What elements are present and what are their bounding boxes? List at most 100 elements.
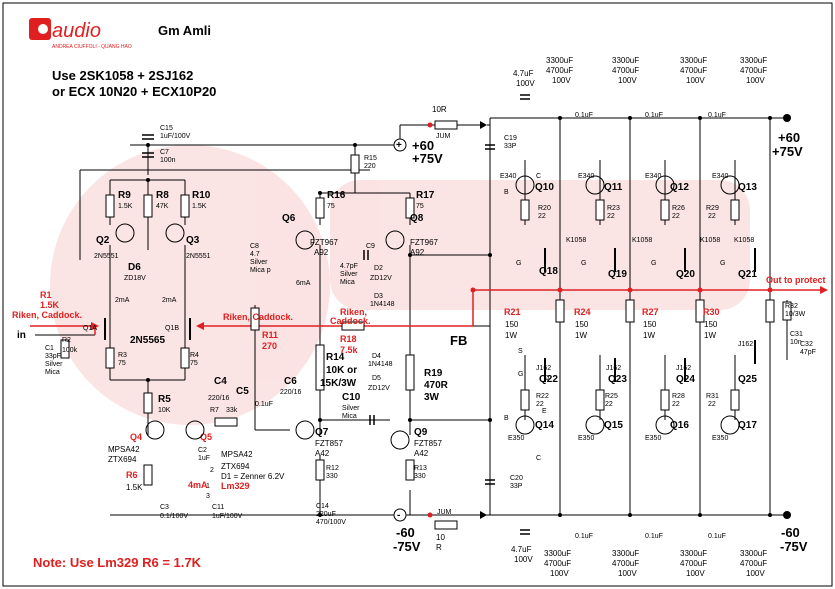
- svg-text:33pF: 33pF: [45, 353, 61, 360]
- transistor-q15-icon: [585, 415, 605, 435]
- svg-text:4700uF: 4700uF: [612, 66, 639, 75]
- svg-text:3300uF: 3300uF: [740, 56, 767, 65]
- svg-text:K1058: K1058: [566, 237, 586, 244]
- svg-text:C8: C8: [250, 243, 259, 250]
- svg-text:220uF: 220uF: [316, 511, 336, 518]
- svg-text:Q15: Q15: [604, 420, 623, 431]
- transistor-q3-icon: [165, 223, 185, 243]
- svg-text:R14: R14: [326, 352, 345, 363]
- svg-text:R1: R1: [40, 290, 52, 300]
- svg-text:MPSA42: MPSA42: [108, 445, 140, 454]
- svg-text:0.1uF: 0.1uF: [575, 533, 593, 540]
- svg-text:K1058: K1058: [632, 237, 652, 244]
- rail-neg-right-1: -60: [781, 525, 800, 540]
- svg-text:Q17: Q17: [738, 420, 757, 431]
- svg-text:D3: D3: [374, 293, 383, 300]
- svg-text:47pF: 47pF: [800, 349, 816, 356]
- svg-text:22: 22: [708, 213, 716, 220]
- svg-text:ZD12V: ZD12V: [370, 275, 392, 282]
- svg-text:J162: J162: [606, 365, 621, 372]
- svg-text:A42: A42: [414, 449, 429, 458]
- svg-text:E350: E350: [712, 435, 728, 442]
- svg-text:150: 150: [704, 320, 718, 329]
- use-line-1: Use 2SK1058 + 2SJ162: [52, 68, 193, 83]
- svg-text:Mica: Mica: [45, 369, 60, 376]
- svg-text:4700uF: 4700uF: [544, 559, 571, 568]
- svg-text:J162: J162: [676, 365, 691, 372]
- svg-text:33P: 33P: [504, 143, 517, 150]
- svg-text:100V: 100V: [516, 79, 535, 88]
- svg-text:100V: 100V: [746, 569, 765, 578]
- svg-text:1uF/100V: 1uF/100V: [212, 513, 243, 520]
- svg-text:C9: C9: [366, 243, 375, 250]
- svg-text:R23: R23: [607, 205, 620, 212]
- transistor-symbols: [115, 175, 740, 450]
- svg-text:R12: R12: [326, 465, 339, 472]
- svg-text:R32: R32: [785, 303, 798, 310]
- svg-text:Q4: Q4: [130, 432, 142, 442]
- svg-text:C5: C5: [236, 386, 249, 397]
- transistor-q16-icon: [655, 415, 675, 435]
- transistor-q8-icon: [385, 230, 405, 250]
- svg-text:0.1uF: 0.1uF: [708, 533, 726, 540]
- svg-text:D2: D2: [374, 265, 383, 272]
- svg-text:4.7uF: 4.7uF: [511, 545, 532, 554]
- svg-text:4.7uF: 4.7uF: [513, 69, 534, 78]
- svg-text:ZTX694: ZTX694: [221, 462, 250, 471]
- svg-text:100V: 100V: [550, 569, 569, 578]
- svg-text:E: E: [542, 408, 547, 415]
- transistor-q14-icon: [515, 415, 535, 435]
- svg-text:Silver: Silver: [250, 259, 268, 266]
- svg-text:E340: E340: [712, 173, 728, 180]
- svg-text:R3: R3: [118, 352, 127, 359]
- svg-text:E340: E340: [645, 173, 661, 180]
- transistor-q4-icon: [145, 420, 165, 440]
- svg-text:2mA: 2mA: [115, 297, 130, 304]
- svg-text:C2: C2: [198, 447, 207, 454]
- svg-text:1N4148: 1N4148: [370, 301, 395, 308]
- svg-text:R: R: [436, 543, 442, 552]
- svg-text:4.7pF: 4.7pF: [340, 263, 358, 270]
- diode-bottom-icon: [480, 511, 487, 519]
- svg-text:Q9: Q9: [414, 427, 428, 438]
- svg-text:1.5K: 1.5K: [126, 483, 143, 492]
- svg-text:C: C: [536, 173, 541, 180]
- svg-text:D1 = Zenner 6.2V: D1 = Zenner 6.2V: [221, 472, 285, 481]
- svg-text:Q1B: Q1B: [165, 325, 179, 332]
- svg-text:C10: C10: [342, 392, 361, 403]
- svg-text:470R: 470R: [424, 380, 449, 391]
- svg-text:75: 75: [118, 360, 126, 367]
- svg-text:Q21: Q21: [738, 269, 757, 280]
- svg-text:D: D: [544, 375, 549, 382]
- svg-text:G: G: [720, 260, 725, 267]
- brand-name: audio: [52, 20, 101, 42]
- svg-text:3300uF: 3300uF: [612, 56, 639, 65]
- svg-text:B: B: [504, 415, 509, 422]
- svg-text:R6: R6: [126, 470, 138, 480]
- svg-text:3300uF: 3300uF: [740, 549, 767, 558]
- svg-text:Q12: Q12: [670, 182, 689, 193]
- note-text: Note: Use Lm329 R6 = 1.7K: [33, 555, 202, 570]
- svg-text:C31: C31: [790, 331, 803, 338]
- svg-text:C6: C6: [284, 376, 297, 387]
- transistor-q7-icon: [295, 420, 315, 440]
- svg-text:Q8: Q8: [410, 213, 424, 224]
- svg-text:22: 22: [538, 213, 546, 220]
- svg-text:R19: R19: [424, 368, 443, 379]
- svg-text:Q16: Q16: [670, 420, 689, 431]
- svg-text:33P: 33P: [510, 483, 523, 490]
- svg-text:C: C: [536, 455, 541, 462]
- svg-text:47K: 47K: [156, 203, 169, 210]
- svg-text:R10: R10: [192, 190, 211, 201]
- svg-text:Q25: Q25: [738, 374, 757, 385]
- out-arrow-icon: [820, 286, 828, 294]
- svg-text:Q18: Q18: [539, 266, 558, 277]
- svg-text:K1058: K1058: [700, 237, 720, 244]
- svg-text:3300uF: 3300uF: [544, 549, 571, 558]
- svg-text:22: 22: [672, 401, 680, 408]
- transistor-q10-icon: [515, 175, 535, 195]
- svg-text:3300uF: 3300uF: [680, 549, 707, 558]
